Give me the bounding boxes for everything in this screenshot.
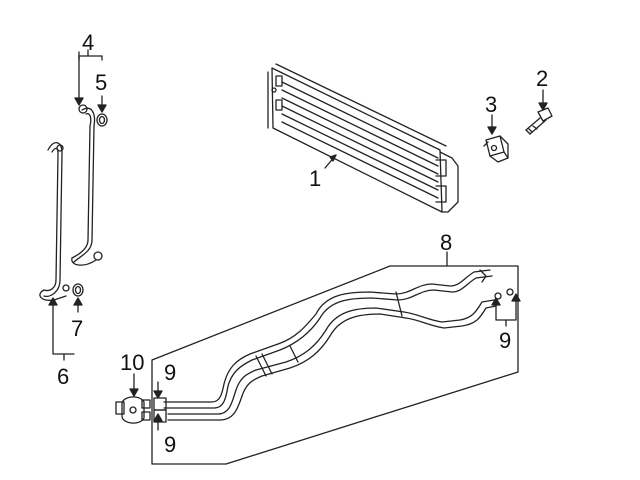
callout-5: 5 <box>95 70 108 95</box>
callout-3: 3 <box>485 92 498 117</box>
leader-2 <box>538 89 548 111</box>
callout-1: 1 <box>309 166 322 191</box>
callout-9-right: 9 <box>499 328 512 353</box>
o-ring-upper <box>96 113 108 127</box>
bracket-line-6 <box>48 297 75 361</box>
leader-9-lower <box>153 413 163 431</box>
leader-9-upper <box>153 381 163 399</box>
callout-7: 7 <box>71 316 84 341</box>
callout-9-upper: 9 <box>164 360 177 385</box>
callout-10: 10 <box>120 350 145 375</box>
bracket-line-4 <box>74 49 103 106</box>
callout-4: 4 <box>82 30 95 55</box>
cooler-tube-lower <box>39 142 70 301</box>
bolt-part <box>525 107 553 135</box>
leader-1 <box>324 154 337 169</box>
oil-cooler-part <box>267 63 459 213</box>
callout-6: 6 <box>57 364 70 389</box>
bracket-part <box>483 135 509 163</box>
leader-3 <box>487 114 497 135</box>
callout-2: 2 <box>536 66 549 91</box>
callout-9-lower: 9 <box>164 432 177 457</box>
leader-10 <box>129 373 139 397</box>
leader-7 <box>73 297 83 313</box>
connector-part <box>115 396 151 424</box>
leader-5 <box>97 95 107 113</box>
cooler-tube-upper <box>71 104 103 266</box>
o-ring-lower <box>72 283 84 297</box>
cooler-line-assembly <box>151 265 519 465</box>
callout-8: 8 <box>440 230 453 255</box>
bracket-line-9-right <box>491 293 521 327</box>
